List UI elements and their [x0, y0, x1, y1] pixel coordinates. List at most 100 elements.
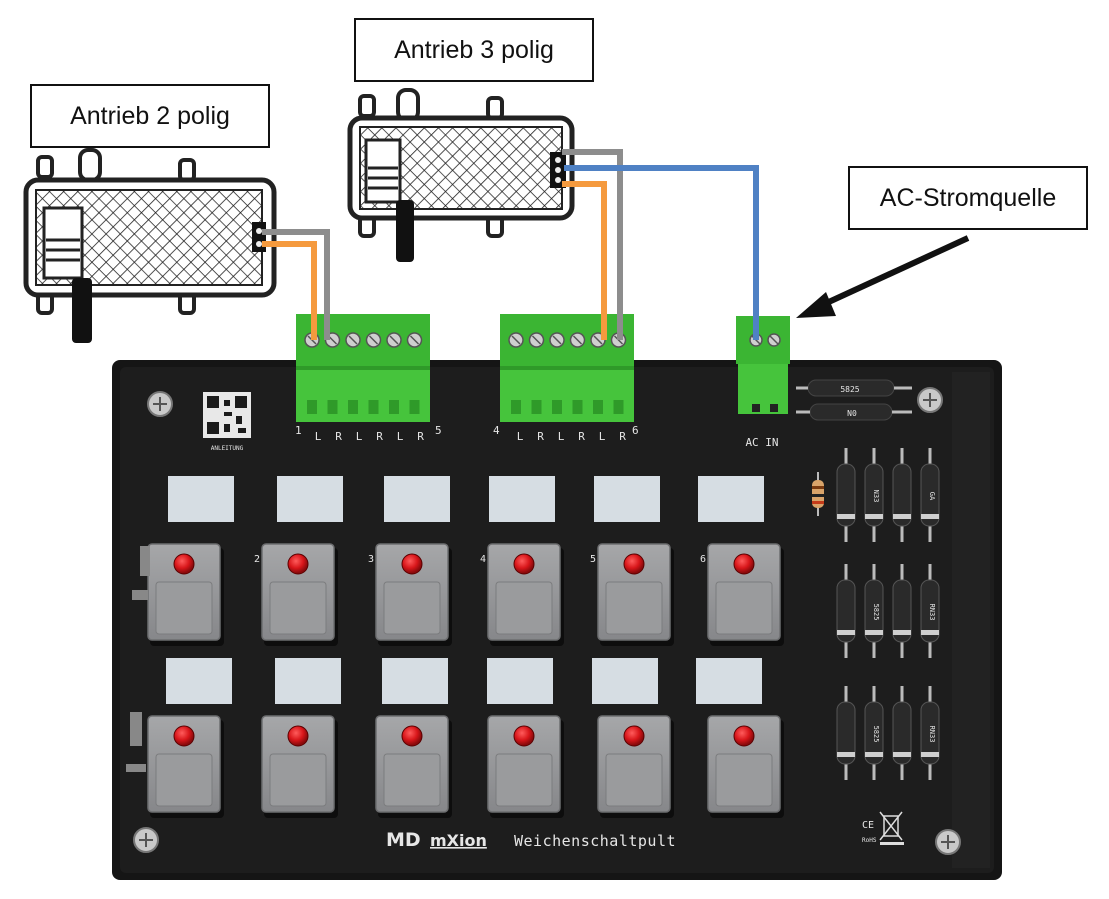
button-number: 4 [480, 554, 486, 565]
svg-text:N0: N0 [847, 409, 857, 418]
push-button[interactable] [375, 543, 452, 646]
label-plate [382, 658, 448, 704]
terminal-screw [406, 332, 423, 414]
svg-text:CE: CE [862, 820, 874, 831]
terminal-pin-label: R [417, 430, 424, 443]
svg-text:5825: 5825 [840, 385, 859, 394]
label-plate [384, 476, 450, 522]
push-button[interactable] [261, 543, 338, 646]
diode-icon [892, 686, 912, 780]
screw-icon [935, 829, 961, 855]
terminal-screw [528, 332, 545, 414]
ac-in-label: AC IN [745, 436, 778, 449]
wire-3pole-blue [564, 165, 759, 340]
svg-text:RoHS: RoHS [862, 837, 877, 844]
terminal-pin-label: R [537, 430, 544, 443]
screw-icon [133, 827, 159, 853]
svg-text:MD: MD [386, 829, 421, 851]
svg-text:5825: 5825 [872, 726, 880, 743]
terminal-block-b [500, 314, 634, 422]
diode-icon: RN33 [920, 686, 940, 780]
diode-icon: 5825 [864, 686, 884, 780]
led-indicator [733, 725, 755, 747]
terminal-pin-label: L [517, 430, 524, 443]
push-button[interactable] [375, 715, 452, 818]
terminal-screw [365, 332, 382, 414]
brand-name: mXion [430, 831, 487, 850]
push-button[interactable] [147, 715, 224, 818]
terminal-screw [549, 332, 565, 414]
terminal-pin-label: L [315, 430, 322, 443]
svg-text:5825: 5825 [872, 604, 880, 621]
wire-2pole-orange [262, 241, 317, 340]
button-number: 6 [700, 554, 706, 565]
button-number: 5 [590, 554, 596, 565]
push-button[interactable] [147, 543, 224, 646]
diode-icon: GA [920, 448, 940, 542]
terminal-b-end: 6 [632, 424, 639, 437]
terminal-block-ac [736, 316, 790, 414]
led-indicator [173, 725, 195, 747]
diode-icon: RN33 [920, 564, 940, 658]
label-plate [277, 476, 343, 522]
diode-icon: 5825 [796, 379, 912, 397]
label-plate [487, 658, 553, 704]
terminal-screw [386, 332, 402, 414]
svg-text:RN33: RN33 [928, 726, 936, 743]
label-plate [696, 658, 762, 704]
screw-icon [147, 391, 173, 417]
push-button[interactable] [707, 715, 784, 818]
terminal-screw [345, 332, 361, 414]
resistor-icon [812, 472, 824, 516]
terminal-pin-label: L [558, 430, 565, 443]
drive-3-pole-icon [347, 88, 575, 262]
push-button[interactable] [597, 715, 674, 818]
push-button[interactable] [261, 715, 338, 818]
diode-icon [892, 448, 912, 542]
wire-2pole-gray [262, 229, 330, 340]
label-plates [166, 476, 764, 704]
diode-icon [836, 686, 856, 780]
terminal-pin-label: L [599, 430, 606, 443]
label-plate [698, 476, 764, 522]
led-indicator [623, 725, 645, 747]
terminal-pin-label: R [619, 430, 626, 443]
button-number: 2 [254, 554, 260, 565]
arrow-to-ac-input-icon [796, 235, 970, 318]
qr-code [203, 392, 251, 438]
button-number: 3 [368, 554, 374, 565]
led-indicator [401, 553, 423, 575]
terminal-pin-label: L [356, 430, 363, 443]
screw-icon [917, 387, 943, 413]
product-name: Weichenschaltpult [514, 832, 676, 850]
led-indicator [623, 553, 645, 575]
push-button[interactable] [597, 543, 674, 646]
svg-text:GA: GA [928, 492, 936, 501]
terminal-a-end: 5 [435, 424, 442, 437]
svg-text:RN33: RN33 [928, 604, 936, 621]
certification-marks: CE RoHS [862, 811, 904, 845]
terminal-pin-label: R [335, 430, 342, 443]
switch-lever-icon [126, 546, 150, 772]
terminal-pin-label: L [397, 430, 404, 443]
led-indicator [733, 553, 755, 575]
push-button[interactable] [487, 543, 564, 646]
led-indicator [287, 553, 309, 575]
label-plate [489, 476, 555, 522]
push-button[interactable] [707, 543, 784, 646]
diode-icon: N0 [796, 403, 912, 421]
label-plate [168, 476, 234, 522]
diode-icon: N33 [864, 448, 884, 542]
led-indicator [401, 725, 423, 747]
label-plate [594, 476, 660, 522]
diode-icon: 5825 [864, 564, 884, 658]
push-button[interactable] [487, 715, 564, 818]
button-grid [147, 543, 784, 818]
brand-logo: MD mXion [386, 829, 487, 851]
callout-drive-2-pole: Antrieb 2 polig [30, 84, 270, 148]
led-indicator [513, 725, 535, 747]
terminal-pin-label: R [578, 430, 585, 443]
